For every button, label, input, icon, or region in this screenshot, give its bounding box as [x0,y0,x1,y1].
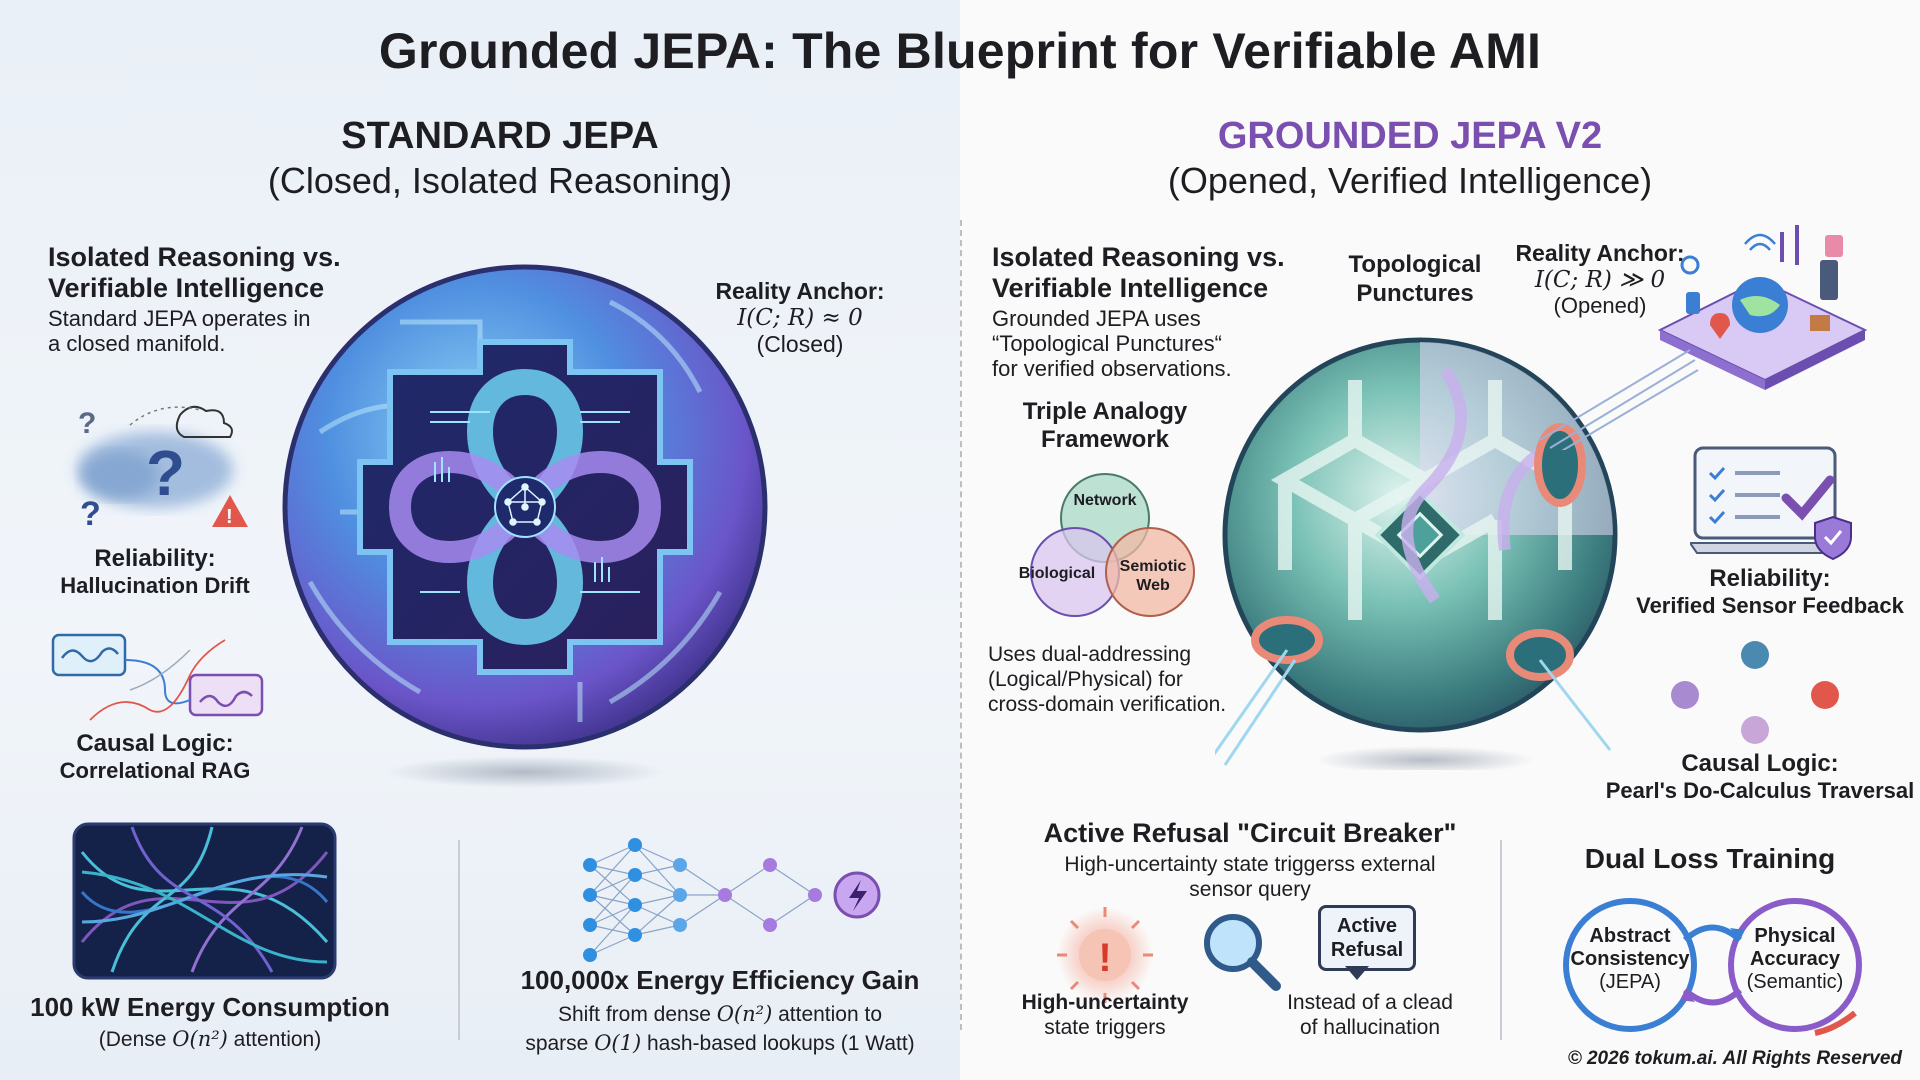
right-reliability: Reliability: Verified Sensor Feedback [1636,565,1904,618]
left-isolated-title: Isolated Reasoning vs.Verifiable Intelli… [48,242,341,303]
dual-loss-cycle [1563,898,1862,1036]
venn-semiotic: Semiotic [1120,558,1187,575]
copyright: © 2026 tokum.ai. All Rights Reserved [1567,1048,1902,1069]
active-refusal-subtitle: High-uncertainty state triggerss externa… [1064,853,1436,901]
sparse-network-icon [583,838,881,962]
svg-text:?: ? [146,437,185,509]
venn-web: Web [1136,577,1170,594]
dense-attention-icon [72,822,337,980]
left-causal: Causal Logic: Correlational RAG [59,730,251,783]
left-heading: STANDARD JEPA [341,115,659,157]
venn-network: Network [1073,492,1136,509]
right-isolated-title: Isolated Reasoning vs.Verifiable Intelli… [992,242,1285,303]
triple-analogy-venn: Network Biological Semiotic Web [1019,473,1195,617]
right-isolated-body: Grounded JEPA uses“Topological Punctures… [992,306,1232,381]
causal-graph-icon [1671,641,1839,744]
left-reality-anchor: Reality Anchor: I(C; R) ≈ 0 (Closed) [715,278,885,357]
dual-addressing-text: Uses dual-addressing(Logical/Physical) f… [988,643,1227,716]
energy-consumption: 100 kW Energy Consumption (Dense O(n²) a… [30,992,390,1051]
bubble-tail [1345,966,1369,980]
left-reliability: Reliability: Hallucination Drift [60,545,250,598]
right-heading: GROUNDED JEPA V2 [1217,115,1603,157]
energy-efficiency: 100,000x Energy Efficiency Gain Shift fr… [520,965,920,1055]
right-subheading: (Opened, Verified Intelligence) [1167,160,1653,201]
uncertainty-cloud-icon: ? ? ? ! [77,405,248,533]
svg-text:!: ! [1098,936,1111,980]
panel-divider [960,220,962,1030]
bottom-left-separator [458,840,460,1040]
warning-burst-icon: ! [1057,907,1153,1003]
right-causal: Causal Logic: Pearl's Do-Calculus Traver… [1605,750,1915,803]
dual-loss-title: Dual Loss Training [1584,843,1836,874]
sensor-platform-icon [1657,225,1868,390]
svg-text:?: ? [78,407,96,440]
correlation-chart-icon [51,633,264,721]
active-refusal-title: Active Refusal "Circuit Breaker" [1043,818,1457,848]
svg-text:?: ? [80,495,101,533]
right-reality-anchor: Reality Anchor: I(C; R) ≫ 0 (Opened) [1515,240,1685,318]
svg-text:!: ! [226,506,233,528]
bottom-right-separator [1500,840,1502,1040]
verified-checklist-icon [1690,446,1852,561]
left-subheading: (Closed, Isolated Reasoning) [267,160,733,201]
page-title: Grounded JEPA: The Blueprint for Verifia… [378,23,1542,79]
venn-biological: Biological [1019,565,1095,582]
closed-manifold-sphere [282,264,768,788]
grounded-manifold-sphere [1215,337,1618,770]
magnifier-icon [1204,914,1281,991]
observation-beams [1540,349,1699,450]
